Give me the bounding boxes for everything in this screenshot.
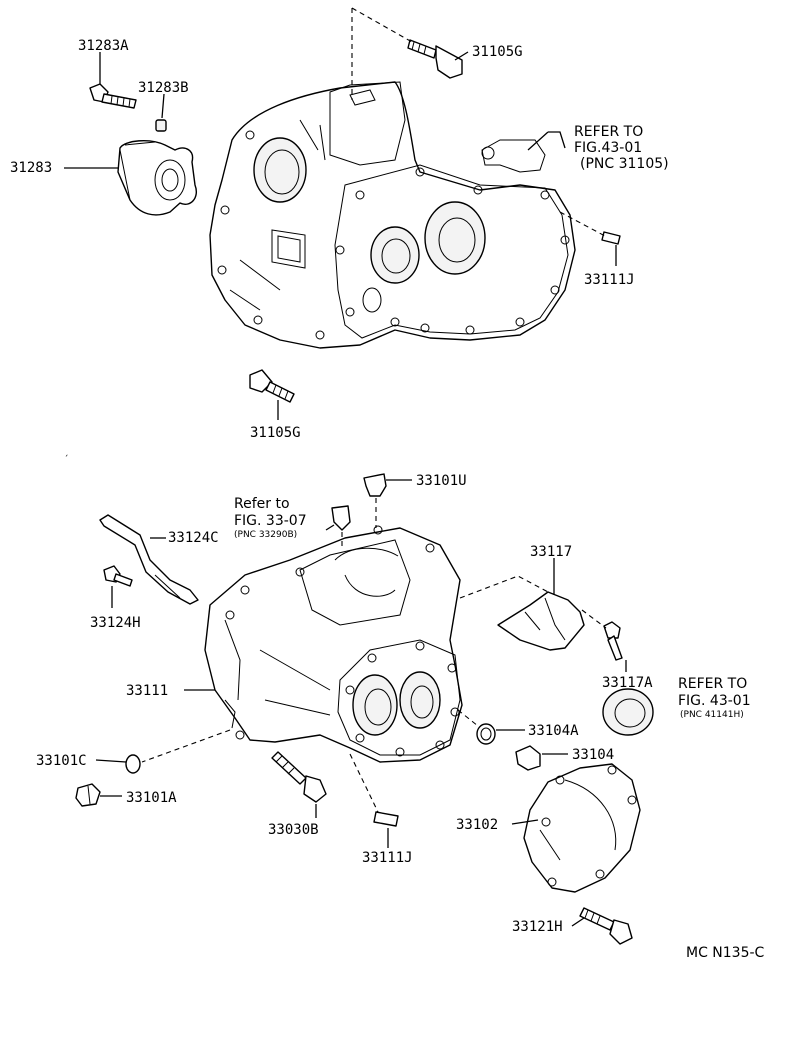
- part-label-33117[interactable]: 33117: [530, 544, 572, 560]
- reference-note-1-line1: REFER TO: [574, 124, 643, 140]
- plug-part-33101u[interactable]: [363, 473, 387, 497]
- bolt-part-31105g-top[interactable]: [407, 39, 463, 79]
- dowel-pin-part-bottom[interactable]: [373, 811, 399, 827]
- bolt-part-33124h[interactable]: [103, 565, 133, 587]
- reference-note-3-line2[interactable]: FIG. 43-01: [678, 693, 751, 709]
- reference-note-2-line3: (PNC 33290B): [234, 530, 297, 540]
- bracket-part-33124c[interactable]: [99, 514, 199, 605]
- tick-mark: ˊ: [64, 454, 69, 465]
- reference-note-2-line1: Refer to: [234, 496, 290, 512]
- part-label-33101a[interactable]: 33101A: [126, 790, 177, 806]
- transaxle-housing[interactable]: [209, 81, 576, 349]
- reference-note-1-line3: (PNC 31105): [580, 156, 669, 172]
- reference-note-3-line1: REFER TO: [678, 676, 747, 692]
- transmission-case[interactable]: [204, 525, 463, 763]
- part-label-33030b[interactable]: 33030B: [268, 822, 319, 838]
- part-label-33111[interactable]: 33111: [126, 683, 168, 699]
- part-label-31283b[interactable]: 31283B: [138, 80, 189, 96]
- part-label-33104[interactable]: 33104: [572, 747, 614, 763]
- oil-seal-part[interactable]: [602, 688, 654, 736]
- part-label-31105g-top[interactable]: 31105G: [472, 44, 523, 60]
- plug-part-33101a[interactable]: [75, 783, 101, 807]
- part-label-33104a[interactable]: 33104A: [528, 723, 579, 739]
- part-label-31283[interactable]: 31283: [10, 160, 52, 176]
- part-label-33121h[interactable]: 33121H: [512, 919, 563, 935]
- gasket-part-33104a[interactable]: [476, 723, 496, 745]
- gasket-part-33101c[interactable]: [125, 754, 141, 774]
- part-label-33101c[interactable]: 33101C: [36, 753, 87, 769]
- bracket-part-33117[interactable]: [497, 591, 585, 651]
- part-label-33111j-bottom[interactable]: 33111J: [362, 850, 413, 866]
- part-label-31283a[interactable]: 31283A: [78, 38, 129, 54]
- part-label-33101u[interactable]: 33101U: [416, 473, 467, 489]
- bearing-retainer-part[interactable]: [117, 140, 197, 216]
- reference-note-3-line3: (PNC 41141H): [680, 710, 744, 720]
- plug-part-33104[interactable]: [515, 745, 541, 771]
- bolt-part-33121h[interactable]: [579, 907, 633, 945]
- bolt-part-31105g-bottom[interactable]: [249, 369, 295, 403]
- reference-note-2-line2[interactable]: FIG. 33-07: [234, 513, 307, 529]
- dowel-pin-part-top[interactable]: [601, 231, 621, 245]
- bolt-part-33030b[interactable]: [271, 751, 327, 803]
- diagram-code: MC N135-C: [686, 945, 765, 961]
- cover-part-33102[interactable]: [523, 763, 641, 893]
- part-label-33102[interactable]: 33102: [456, 817, 498, 833]
- reference-note-1-line2[interactable]: FIG.43-01: [574, 140, 642, 156]
- pin-part-31283b[interactable]: [155, 119, 167, 132]
- bolt-part-33117a[interactable]: [603, 621, 623, 661]
- part-label-33117a[interactable]: 33117A: [602, 675, 653, 691]
- breather-part[interactable]: [331, 505, 351, 531]
- bolt-part-31283a[interactable]: [89, 83, 137, 109]
- part-label-33111j-top[interactable]: 33111J: [584, 272, 635, 288]
- part-label-33124h[interactable]: 33124H: [90, 615, 141, 631]
- part-label-31105g-bottom[interactable]: 31105G: [250, 425, 301, 441]
- part-label-33124c[interactable]: 33124C: [168, 530, 219, 546]
